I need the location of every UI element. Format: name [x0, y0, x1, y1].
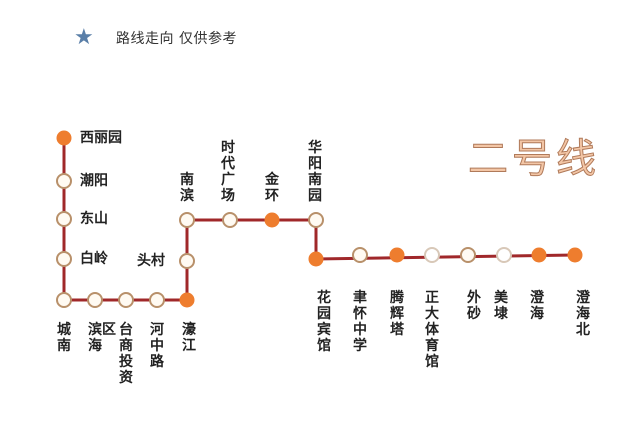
- station-dot: [264, 212, 280, 228]
- station-label: 时代广场: [221, 140, 235, 204]
- star-icon: ★: [74, 25, 94, 50]
- station-label: 潮阳: [80, 173, 108, 189]
- station-label: 金环: [265, 172, 279, 204]
- station-dot: [56, 211, 72, 227]
- station-label: 正大体育馆: [425, 290, 439, 370]
- station-label: 西丽园: [80, 130, 122, 146]
- station-label: 白岭: [80, 251, 108, 267]
- station-dot: [179, 253, 195, 269]
- station-dot: [567, 247, 583, 263]
- station-dot: [308, 212, 324, 228]
- station-dot: [389, 247, 405, 263]
- route-note: ★ 路线走向 仅供参考: [74, 26, 237, 50]
- station-label: 台商投资: [119, 322, 133, 386]
- station-dot: [496, 247, 512, 263]
- station-label: 东山: [80, 211, 108, 227]
- station-label: 外砂: [467, 290, 481, 322]
- station-dot: [56, 173, 72, 189]
- station-dot: [149, 292, 165, 308]
- station-label: 美埭: [494, 290, 508, 322]
- station-dot: [87, 292, 103, 308]
- station-label: 滨区 海: [88, 322, 116, 354]
- station-dot: [179, 212, 195, 228]
- station-label: 河中路: [150, 322, 164, 370]
- line-title: 二号线: [468, 136, 600, 183]
- station-label: 澄海: [530, 290, 544, 322]
- station-dot: [56, 251, 72, 267]
- station-dot: [179, 292, 195, 308]
- station-dot: [531, 247, 547, 263]
- note-text: 路线走向 仅供参考: [116, 31, 237, 47]
- station-label: 城南: [57, 322, 71, 354]
- station-label: 聿怀中学: [353, 290, 367, 354]
- station-label: 濠江: [182, 322, 196, 354]
- station-label: 华阳南园: [308, 140, 322, 204]
- station-dots: [56, 130, 583, 308]
- station-label: 花园宾馆: [317, 290, 331, 354]
- station-label: 头村: [137, 253, 165, 269]
- station-dot: [308, 251, 324, 267]
- station-label: 腾辉塔: [390, 290, 404, 338]
- station-dot: [56, 130, 72, 146]
- station-dot: [352, 247, 368, 263]
- station-dot: [222, 212, 238, 228]
- station-label: 澄海北: [576, 290, 590, 338]
- station-dot: [424, 247, 440, 263]
- station-dot: [460, 247, 476, 263]
- station-label: 南滨: [180, 172, 194, 204]
- station-dot: [56, 292, 72, 308]
- station-dot: [118, 292, 134, 308]
